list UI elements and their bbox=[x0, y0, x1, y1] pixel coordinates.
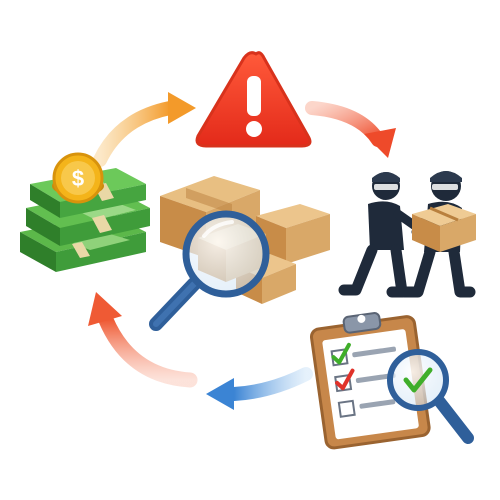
checklist-row-2 bbox=[334, 368, 396, 393]
money-stack-icon: $ bbox=[20, 152, 150, 272]
cycle-arrow-money-to-warning bbox=[93, 92, 196, 167]
clipboard-magnifier-icon bbox=[387, 349, 474, 444]
checklist-row-3 bbox=[337, 399, 396, 418]
magnifier-icon bbox=[149, 210, 270, 331]
cycle-arrow-warning-to-thieves bbox=[305, 101, 396, 158]
thieves-carrying-box-icon bbox=[338, 171, 476, 298]
cycle-arrow-left-to-money bbox=[88, 292, 198, 388]
carried-box bbox=[412, 204, 476, 252]
cycle-arrow-checklist-to-left bbox=[206, 367, 313, 410]
boxes-with-magnifier-icon bbox=[149, 176, 330, 331]
thief-figure-left bbox=[338, 172, 423, 298]
clipboard-checklist-icon bbox=[309, 312, 474, 450]
coin-icon: $ bbox=[52, 152, 104, 204]
svg-text:$: $ bbox=[72, 166, 84, 191]
checklist-row-1 bbox=[330, 342, 396, 367]
warning-triangle-icon bbox=[195, 51, 312, 148]
